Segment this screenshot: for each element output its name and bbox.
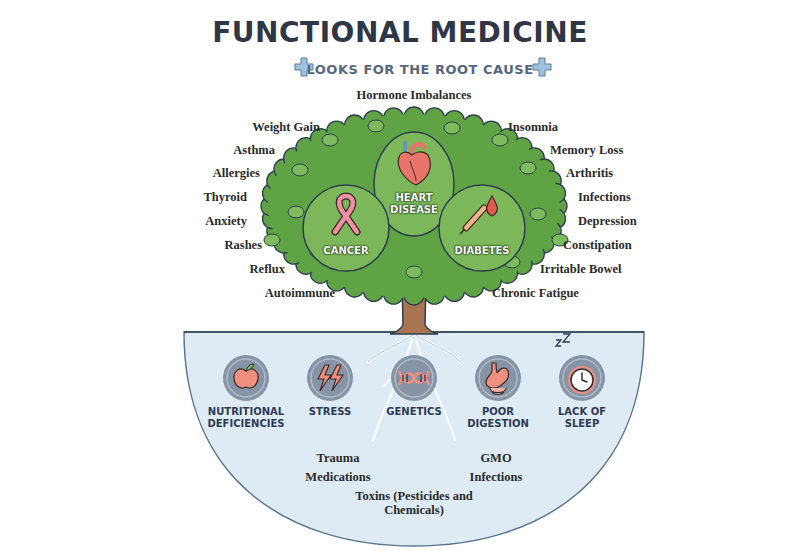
subtitle: LOOKS FOR THE ROOT CAUSE: [306, 63, 533, 78]
circle-outline: [438, 184, 526, 272]
root-cause-label: GENETICS: [386, 406, 442, 418]
icon-ring: [563, 359, 601, 397]
symptom-label: Trauma: [317, 451, 360, 465]
apple-icon: [234, 369, 258, 388]
tree-canopy: [268, 114, 560, 298]
symptom-label: Irritable Bowel: [540, 262, 622, 276]
leaf-spots: [264, 120, 568, 278]
symptom-label: Asthma: [233, 143, 275, 157]
leaf-bumps: [261, 107, 567, 305]
symptom-label: Hormone Imbalances: [357, 88, 472, 102]
symptom-label: Constipation: [563, 238, 632, 252]
diagram-title: FUNCTIONAL MEDICINE: [0, 16, 800, 49]
icon-ring: [395, 359, 433, 397]
stomach-icon: [486, 363, 509, 388]
leaf-spot: [444, 122, 460, 134]
disease-name: CANCER: [323, 245, 368, 257]
sleep-z: [556, 334, 570, 346]
icon-circle: [391, 355, 437, 401]
root-cause-label: NUTRITIONAL DEFICIENCIES: [203, 406, 289, 430]
root-icon: [474, 354, 522, 402]
root-cause-icon: NUTRITIONAL DEFICIENCIES: [201, 354, 291, 430]
clock-hands: [582, 373, 587, 382]
symptom-label: Toxins (Pesticides and Chemicals): [329, 489, 499, 518]
symptom-label: Infections: [578, 190, 631, 204]
awareness-ribbon: [335, 196, 357, 232]
disease-circle: DIABETES: [438, 184, 526, 272]
circle-fill: [303, 185, 389, 271]
symptom-label: Chronic Fatigue: [492, 286, 579, 300]
leaf-spot: [322, 134, 338, 146]
root-cause-label: STRESS: [309, 406, 352, 418]
circle-fill: [439, 185, 525, 271]
symptom-label: Medications: [305, 470, 370, 484]
symptom-label: Rashes: [224, 238, 262, 252]
dna-strand: [399, 371, 429, 385]
lightning-icon: [330, 365, 343, 391]
tree-roots: [368, 334, 460, 440]
soil-region: [184, 332, 644, 546]
awareness-ribbon: [335, 196, 357, 232]
heart-detail: [410, 161, 416, 181]
leaf-spot: [264, 234, 280, 246]
plus-icon: [533, 58, 551, 76]
symptom-label: Infections: [470, 470, 523, 484]
leaf-spot: [368, 120, 384, 132]
symptom-label: Memory Loss: [550, 143, 623, 157]
symptom-label: Arthritis: [566, 166, 613, 180]
symptom-label: Insomnia: [508, 120, 558, 134]
leaf-spot: [292, 164, 308, 176]
circle-outline: [302, 184, 390, 272]
leaf-spot: [492, 134, 508, 146]
heart-organ: [398, 152, 430, 185]
icon-ring: [311, 359, 349, 397]
dna-rungs: [403, 374, 425, 382]
lightning-icon: [318, 365, 331, 391]
root-icon: [222, 354, 270, 402]
symptom-label: Anxiety: [205, 214, 247, 228]
icon-circle: [475, 355, 521, 401]
disease-name: HEART DISEASE: [381, 192, 447, 215]
symptom-label: Depression: [578, 214, 637, 228]
root-cause-icon: STRESS: [285, 354, 375, 418]
clock-icon: [571, 369, 593, 391]
disease-circle: CANCER: [302, 184, 390, 272]
root-cause-icon: POOR DIGESTION: [453, 354, 543, 430]
root-cause-icon: GENETICS: [369, 354, 459, 418]
root-icon: [390, 354, 438, 402]
intestine-icon: [490, 388, 506, 394]
symptom-label: Weight Gain: [252, 120, 320, 134]
pen-needle: [460, 229, 465, 234]
root-cause-icon: LACK OF SLEEP: [537, 354, 627, 430]
icon-circle: [559, 355, 605, 401]
icon-circle: [307, 355, 353, 401]
symptom-label: Thyroid: [203, 190, 247, 204]
insulin-pen: [466, 208, 484, 228]
root-cause-label: LACK OF SLEEP: [539, 406, 625, 430]
symptom-label: Reflux: [250, 262, 285, 276]
symptom-label: Autoimmune: [265, 286, 335, 300]
blood-drop: [487, 196, 498, 216]
icon-ring: [479, 359, 517, 397]
root-cause-label: POOR DIGESTION: [455, 406, 541, 430]
apple-leaf: [246, 364, 254, 371]
symptom-label: GMO: [480, 451, 511, 465]
insulin-pen: [466, 208, 484, 228]
leaf-spot: [520, 162, 536, 174]
symptom-label: Allergies: [213, 166, 260, 180]
disease-name: DIABETES: [454, 245, 509, 257]
clock-rim: [569, 367, 595, 393]
icon-circle: [223, 355, 269, 401]
root-icon: [558, 354, 606, 402]
leaf-spot: [288, 206, 304, 218]
root-icon: [306, 354, 354, 402]
leaf-spot: [530, 208, 546, 220]
leaf-spot: [406, 266, 422, 278]
dna-strand: [399, 371, 429, 385]
icon-ring: [227, 359, 265, 397]
